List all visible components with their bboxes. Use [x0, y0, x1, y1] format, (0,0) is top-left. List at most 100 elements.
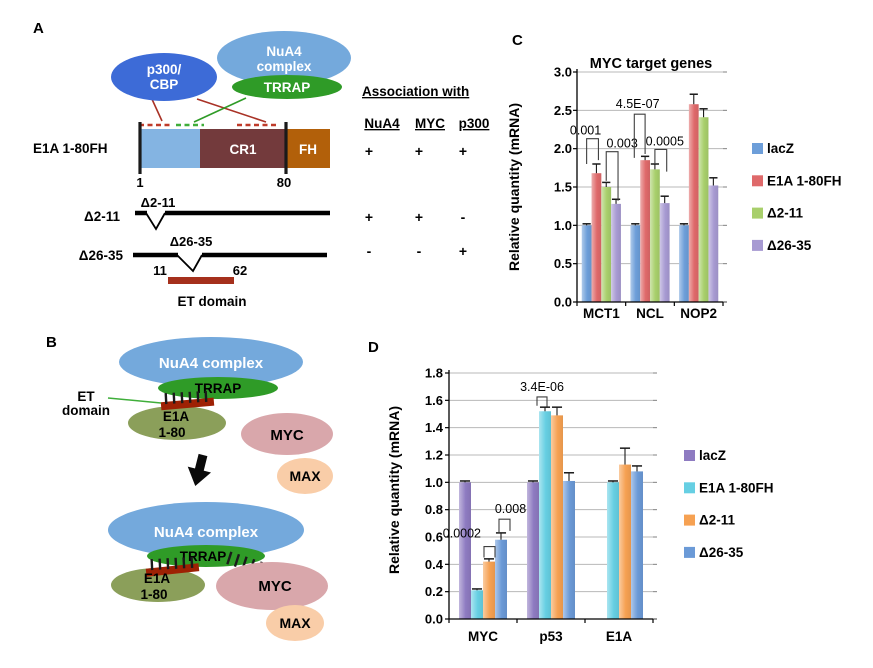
bar-NOP2-Δ26-35 — [708, 185, 719, 302]
category-label: MYC — [468, 629, 498, 644]
e1a-label-bottom-line2: 1-80 — [140, 587, 167, 602]
binding-comb-bottom-left — [150, 556, 194, 571]
y-tick-label: 1.6 — [425, 393, 443, 408]
y-axis-title: Relative quantity (mRNA) — [386, 406, 402, 574]
p-value-label: 0.001 — [570, 124, 601, 138]
construct-label: E1A 1-80FH — [33, 141, 108, 156]
significance-bracket — [605, 151, 619, 201]
y-tick-label: 0.0 — [425, 612, 443, 627]
panel-d-label: D — [368, 339, 379, 356]
binding-comb-top — [164, 390, 208, 405]
legend-swatch-E1A 1-80FH — [684, 482, 695, 494]
bar-p53-Δ26-35 — [563, 480, 575, 619]
legend-swatch-lacZ — [684, 450, 695, 461]
nua4-complex-ellipse — [217, 31, 351, 85]
significance-bracket — [536, 396, 548, 407]
e1a-ellipse-bottom — [111, 568, 205, 602]
y-tick-label: 1.0 — [425, 475, 443, 490]
significance-bracket — [654, 148, 668, 172]
bar-MCT1-Δ2-11 — [601, 187, 612, 302]
d211-notch-label: Δ2-11 — [141, 195, 176, 210]
et-domain-bar-bottom — [145, 563, 200, 577]
panel-a-label: A — [33, 20, 44, 37]
y-tick-label: 0.5 — [554, 256, 572, 271]
panel-b-label: B — [46, 334, 57, 351]
legend-swatch-Δ26-35 — [752, 239, 763, 251]
max-ellipse-top — [277, 458, 333, 494]
myc-label-bottom: MYC — [258, 578, 292, 595]
assoc-cell-r0c1: + — [415, 143, 423, 159]
assoc-col-myc: MYC — [415, 116, 445, 131]
bar-MYC-lacZ — [459, 482, 471, 619]
residue-80-label: 80 — [277, 175, 291, 190]
assoc-cell-r2c0: - — [367, 243, 372, 259]
trrap-connector-line — [193, 97, 247, 123]
p-value-label: 0.003 — [606, 137, 637, 151]
nua4-complex-ellipse-bottom — [108, 502, 304, 558]
p-value-label: 0.008 — [495, 502, 526, 516]
nua4-label-line1: NuA4 — [266, 44, 302, 59]
category-label: NOP2 — [680, 306, 717, 321]
p300-cbp-ellipse — [111, 53, 217, 101]
bar-MYC-Δ26-35 — [495, 539, 507, 619]
cr1-segment — [200, 129, 286, 168]
legend-label: lacZ — [767, 141, 794, 156]
y-tick-label: 3.0 — [554, 65, 572, 80]
y-tick-label: 2.5 — [554, 103, 572, 118]
y-tick-label: 1.0 — [554, 218, 572, 233]
legend-label: E1A 1-80FH — [699, 480, 774, 495]
assoc-col-nua4: NuA4 — [364, 116, 400, 131]
significance-bracket — [586, 138, 599, 164]
assoc-cell-r0c0: + — [365, 143, 373, 159]
p-value-label: 4.5E-07 — [616, 97, 660, 111]
max-ellipse-bottom — [266, 605, 324, 641]
category-label: NCL — [636, 306, 664, 321]
category-label: E1A — [606, 629, 633, 644]
bar-MCT1-E1A 1-80FH — [591, 173, 602, 302]
e1a-ellipse-top — [128, 406, 226, 440]
et-callout-line — [107, 397, 162, 404]
y-tick-label: 1.5 — [554, 180, 572, 195]
d2635-notch-label: Δ26-35 — [170, 234, 213, 249]
significance-bracket — [483, 546, 496, 558]
legend-label: Δ26-35 — [699, 545, 744, 560]
et-domain-bar-top — [160, 397, 215, 411]
legend-swatch-E1A 1-80FH — [752, 175, 763, 187]
assoc-table-title: Association with — [362, 84, 469, 99]
legend-label: E1A 1-80FH — [767, 173, 842, 188]
bar-p53-Δ2-11 — [551, 415, 563, 619]
myc-ellipse-top — [241, 413, 333, 455]
bar-p53-lacZ — [527, 482, 539, 619]
legend-label: Δ2-11 — [767, 206, 803, 221]
p-value-label: 0.0002 — [443, 527, 481, 541]
nua4-complex-ellipse-top — [119, 337, 303, 387]
down-arrow — [187, 453, 212, 487]
nua4-complex-label-top: NuA4 complex — [159, 355, 264, 372]
et-domain-bar — [168, 277, 234, 284]
p300-label-line2: CBP — [150, 77, 179, 92]
legend-swatch-Δ26-35 — [684, 546, 695, 558]
fh-segment — [286, 129, 330, 168]
y-tick-label: 1.8 — [425, 366, 443, 381]
et-end-label: 62 — [233, 263, 247, 278]
residue-1-label: 1 — [136, 175, 143, 190]
bar-NCL-E1A 1-80FH — [640, 160, 650, 302]
legend-label: Δ2-11 — [699, 513, 735, 528]
p-value-label: 3.4E-06 — [520, 380, 564, 394]
assoc-cell-r0c2: + — [459, 143, 467, 159]
trrap-ellipse-top — [158, 377, 278, 399]
bar-MCT1-lacZ — [581, 225, 592, 302]
myc-ellipse-bottom — [216, 562, 328, 610]
bar-MYC-Δ2-11 — [483, 561, 495, 619]
p-value-label: 0.0005 — [646, 134, 684, 148]
bar-MCT1-Δ26-35 — [611, 203, 621, 302]
y-tick-label: 0.6 — [425, 530, 443, 545]
trrap-label-bottom: TRRAP — [180, 549, 227, 564]
d2635-deletion-notch — [176, 254, 203, 273]
category-label: p53 — [539, 629, 563, 644]
assoc-cell-r1c2: - — [461, 209, 466, 225]
bar-NCL-Δ26-35 — [659, 203, 670, 302]
